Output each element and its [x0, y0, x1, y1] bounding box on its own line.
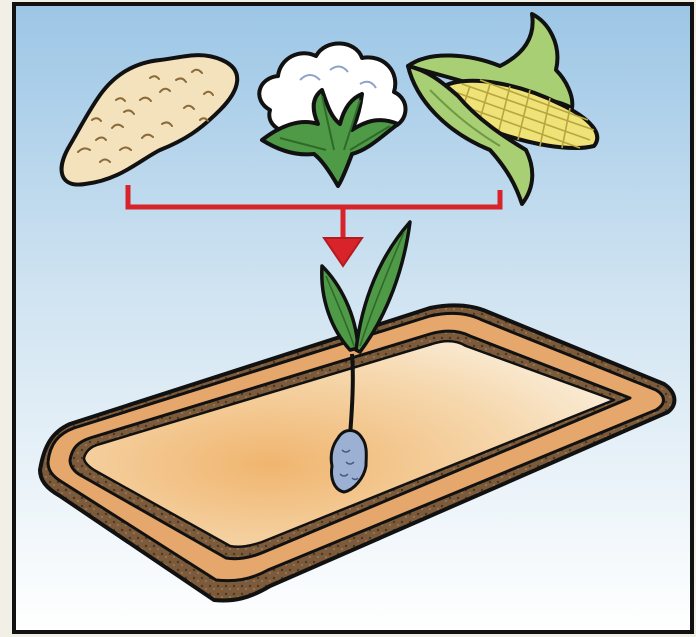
illustration-canvas — [0, 0, 696, 637]
biodegradable-crops-illustration — [0, 0, 696, 637]
